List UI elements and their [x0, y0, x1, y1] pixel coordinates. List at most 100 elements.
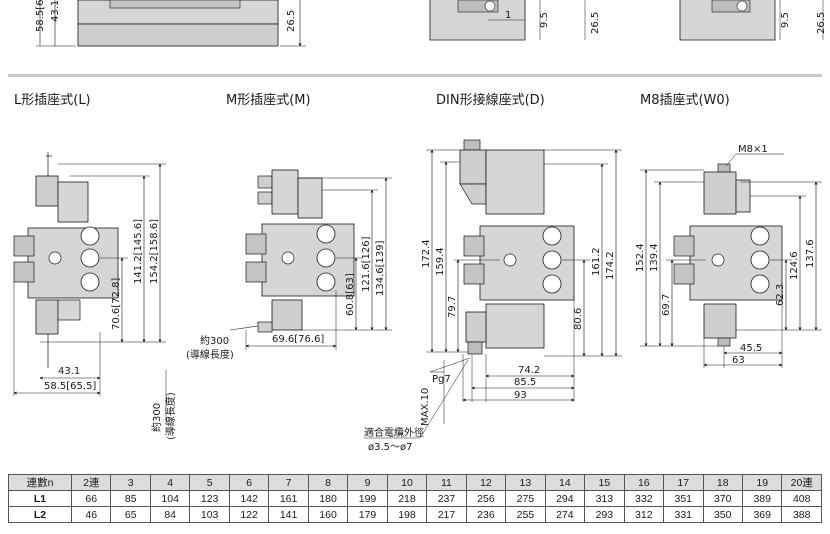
table-cell: 408 [781, 490, 822, 507]
dim-w0-63: 63 [732, 355, 745, 366]
dim-d-161-2: 161.2 [591, 247, 602, 276]
section-divider [8, 74, 822, 77]
table-cell: 66 [70, 490, 112, 507]
dim-d-cable-range: ø3.5～ø7 [368, 442, 413, 453]
table-header-cell: 10 [386, 474, 428, 491]
dim-d-85-5: 85.5 [514, 377, 536, 388]
table-cell: 255 [505, 506, 546, 523]
table-cell: 198 [386, 506, 428, 523]
dim-d-79-7: 79.7 [447, 296, 458, 318]
view-w0-drawing: M8×1 152.4 139.4 69.7 137.6 124.6 62.3 4… [635, 144, 822, 368]
dim-l-58-5: 58.5[65.5] [44, 381, 96, 392]
dim-w0-139-4: 139.4 [649, 243, 660, 272]
table-cell: 84 [149, 506, 191, 523]
top-dim-mid-2: 9.5 [539, 12, 550, 28]
table-cell: 312 [623, 506, 665, 523]
dim-d-pg7: Pg7 [432, 374, 451, 385]
table-header-cell: 14 [544, 474, 586, 491]
dim-w0-69-7: 69.7 [661, 294, 672, 316]
dim-d-cable-note: 適合電纜外徑 [364, 426, 424, 439]
table-header-cell: 16 [623, 474, 665, 491]
dim-l-lead: 約300 [150, 403, 163, 432]
table-cell: 122 [228, 506, 270, 523]
view-d-drawing: 172.4 159.4 79.7 174.2 161.2 80.6 74.2 8… [364, 139, 622, 453]
table-cell: 274 [544, 506, 586, 523]
table-cell: 369 [741, 506, 783, 523]
table-header-cell: 15 [584, 474, 625, 491]
view-l-drawing: 154.2[158.6] 141.2[145.6] 70.6[72.8] 43.… [13, 152, 177, 440]
table-cell: 313 [584, 490, 625, 507]
table-header-cell: 4 [149, 474, 191, 491]
view-title-w0: M8插座式(W0) [640, 93, 730, 108]
table-cell: 161 [268, 490, 309, 507]
table-cell: 85 [110, 490, 151, 507]
table-cell: 199 [347, 490, 388, 507]
table-cell: 294 [544, 490, 586, 507]
table-header-cell: 7 [268, 474, 309, 491]
dim-w0-62-3: 62.3 [775, 284, 786, 306]
dim-d-max10: MAX.10 [420, 388, 431, 426]
table-header-cell: 17 [663, 474, 704, 491]
table-header-cell: 8 [307, 474, 349, 491]
top-dim-left-3: 26.5 [286, 10, 297, 32]
top-dim-right-2: 26.5 [816, 12, 827, 34]
dim-d-93: 93 [514, 390, 527, 401]
table-cell: 256 [465, 490, 507, 507]
table-header-cell: 5 [189, 474, 230, 491]
top-strip: 58.5[65.5] 43.1 26.5 1 9.5 26.5 9.5 26.5 [35, 0, 827, 47]
dim-w0-124-6: 124.6 [789, 251, 800, 280]
dim-w0-152-4: 152.4 [635, 243, 646, 272]
table-cell: 237 [426, 490, 467, 507]
table-cell: 389 [741, 490, 783, 507]
dim-w0-137-6: 137.6 [805, 239, 816, 268]
table-cell: 217 [426, 506, 467, 523]
table-header-cell: 11 [426, 474, 467, 491]
top-dim-left-2: 43.1 [50, 0, 61, 22]
dim-m-69-6: 69.6[76.6] [272, 334, 324, 345]
table-row-label: L2 [8, 506, 72, 523]
dim-l-lead-note: (導線長度) [164, 392, 177, 440]
top-dim-mid-3: 26.5 [590, 12, 601, 34]
dim-m-60-8: 60.8[63] [345, 273, 356, 316]
table-cell: 350 [702, 506, 743, 523]
table-header-label: 連數n [8, 474, 72, 491]
dim-w0-m8: M8×1 [738, 144, 768, 155]
top-dim-left-1: 58.5[65.5] [35, 0, 46, 32]
dim-l-141-2: 141.2[145.6] [133, 219, 144, 284]
table-cell: 123 [189, 490, 230, 507]
view-title-m: M形插座式(M) [226, 93, 311, 108]
table-header-cell: 9 [347, 474, 388, 491]
table-row-label: L1 [8, 490, 72, 507]
table-cell: 388 [781, 506, 822, 523]
dim-m-121-6: 121.6[126] [361, 236, 372, 292]
table-cell: 46 [70, 506, 112, 523]
dim-m-lead: 約300 [200, 334, 229, 347]
top-dim-right-1: 9.5 [780, 12, 791, 28]
table-cell: 180 [307, 490, 349, 507]
dim-d-174-2: 174.2 [605, 251, 616, 280]
table-cell: 275 [505, 490, 546, 507]
table-cell: 293 [584, 506, 625, 523]
table-header-cell: 12 [465, 474, 507, 491]
top-dim-mid-1: 1 [505, 10, 511, 21]
dim-d-172-4: 172.4 [421, 239, 432, 268]
table-cell: 370 [702, 490, 743, 507]
dim-d-80-6: 80.6 [573, 308, 584, 330]
table-cell: 179 [347, 506, 388, 523]
view-title-l: L形插座式(L) [14, 93, 91, 108]
table-cell: 331 [663, 506, 704, 523]
table-header-cell: 3 [110, 474, 151, 491]
table-header-cell: 20連 [781, 474, 822, 491]
table-header-cell: 6 [228, 474, 270, 491]
dim-l-43-1: 43.1 [58, 366, 80, 377]
dim-d-159-4: 159.4 [435, 247, 446, 276]
table-header-cell: 13 [505, 474, 546, 491]
dim-d-74-2: 74.2 [518, 365, 540, 376]
table-cell: 65 [110, 506, 151, 523]
table-cell: 218 [386, 490, 428, 507]
